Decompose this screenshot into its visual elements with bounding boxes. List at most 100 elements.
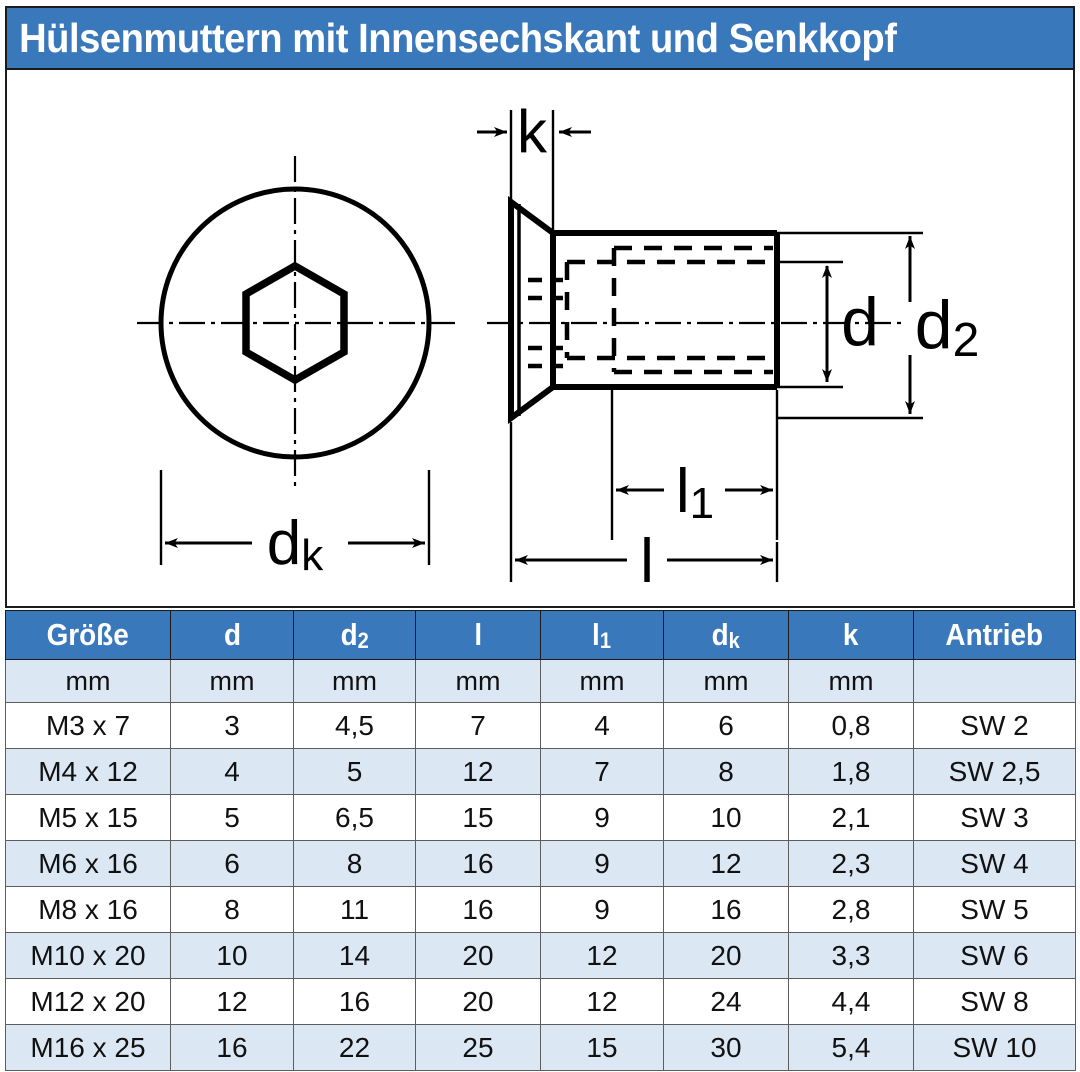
l1-dimension-label: l1 [676, 457, 714, 528]
cell-d: 5 [170, 794, 294, 841]
cell-d: 6 [170, 840, 294, 887]
unit-k: mm [788, 659, 914, 703]
table-row: M12 x 20 12 16 20 12 24 4,4 SW 8 [5, 978, 1076, 1025]
cell-d: 3 [170, 702, 294, 749]
table-header-row: Größe d d2 l l1 dk k Antrieb [5, 610, 1076, 660]
cell-l: 16 [415, 886, 541, 933]
d2-dimension-label: d2 [915, 287, 980, 367]
table-row: M8 x 16 8 11 16 9 16 2,8 SW 5 [5, 886, 1076, 933]
k-dimension-label: k [517, 98, 548, 165]
cell-groesse: M16 x 25 [5, 1024, 171, 1071]
cell-antrieb: SW 2,5 [913, 748, 1076, 795]
cell-l: 12 [415, 748, 541, 795]
head-outline-circle [158, 186, 432, 460]
hex-socket-outline [242, 261, 348, 385]
table-row: M6 x 16 6 8 16 9 12 2,3 SW 4 [5, 840, 1076, 887]
cell-antrieb: SW 4 [913, 840, 1076, 887]
cell-k: 5,4 [788, 1024, 914, 1071]
cell-d2: 16 [293, 978, 416, 1025]
cell-k: 1,8 [788, 748, 914, 795]
cell-d: 16 [170, 1024, 294, 1071]
technical-drawing: dk [137, 98, 979, 596]
cell-dk: 20 [663, 932, 789, 979]
column-header-groesse: Größe [5, 610, 171, 660]
cell-groesse: M10 x 20 [5, 932, 171, 979]
cell-groesse: M8 x 16 [5, 886, 171, 933]
cell-d2: 14 [293, 932, 416, 979]
page-title: Hülsenmuttern mit Innensechskant und Sen… [19, 14, 897, 61]
column-header-l: l [415, 610, 541, 660]
cell-antrieb: SW 2 [913, 702, 1076, 749]
column-header-d: d [170, 610, 294, 660]
cell-antrieb: SW 10 [913, 1024, 1076, 1071]
unit-antrieb [913, 659, 1076, 703]
cell-groesse: M5 x 15 [5, 794, 171, 841]
table-row: M4 x 12 4 5 12 7 8 1,8 SW 2,5 [5, 748, 1076, 795]
column-header-l1: l1 [540, 610, 664, 660]
cell-groesse: M3 x 7 [5, 702, 171, 749]
cell-k: 3,3 [788, 932, 914, 979]
cell-k: 0,8 [788, 702, 914, 749]
unit-l: mm [415, 659, 541, 703]
unit-dk: mm [663, 659, 789, 703]
cell-dk: 30 [663, 1024, 789, 1071]
d-dimension-label: d [841, 284, 879, 360]
cell-l: 7 [415, 702, 541, 749]
cell-l1: 4 [540, 702, 664, 749]
cell-l1: 9 [540, 794, 664, 841]
cell-d2: 5 [293, 748, 416, 795]
column-header-k: k [788, 610, 914, 660]
cell-antrieb: SW 3 [913, 794, 1076, 841]
cell-l: 16 [415, 840, 541, 887]
table-row: M10 x 20 10 14 20 12 20 3,3 SW 6 [5, 932, 1076, 979]
cell-l: 20 [415, 978, 541, 1025]
unit-d2: mm [293, 659, 416, 703]
cell-antrieb: SW 8 [913, 978, 1076, 1025]
cell-dk: 24 [663, 978, 789, 1025]
cell-dk: 6 [663, 702, 789, 749]
cell-l1: 12 [540, 978, 664, 1025]
page-title-bar: Hülsenmuttern mit Innensechskant und Sen… [5, 6, 1075, 70]
technical-drawing-panel: dk [5, 70, 1075, 608]
table-row: M3 x 7 3 4,5 7 4 6 0,8 SW 2 [5, 702, 1076, 749]
unit-d: mm [170, 659, 294, 703]
cell-d2: 11 [293, 886, 416, 933]
table-body: mm mm mm mm mm mm mm M3 x 7 3 4,5 7 4 6 … [5, 659, 1076, 1071]
cell-l1: 12 [540, 932, 664, 979]
cell-l: 15 [415, 794, 541, 841]
cell-dk: 10 [663, 794, 789, 841]
table-header: Größe d d2 l l1 dk k Antrieb [5, 610, 1076, 660]
l-dimension-label: l [640, 527, 654, 596]
cell-k: 2,1 [788, 794, 914, 841]
dk-dimension-label: dk [267, 509, 324, 580]
unit-l1: mm [540, 659, 664, 703]
cell-d2: 6,5 [293, 794, 416, 841]
unit-groesse: mm [5, 659, 171, 703]
table-row: M16 x 25 16 22 25 15 30 5,4 SW 10 [5, 1024, 1076, 1071]
table-row: M5 x 15 5 6,5 15 9 10 2,1 SW 3 [5, 794, 1076, 841]
cell-d: 10 [170, 932, 294, 979]
cell-d: 4 [170, 748, 294, 795]
column-header-dk: dk [663, 610, 789, 660]
cell-k: 2,3 [788, 840, 914, 887]
specification-table: Größe d d2 l l1 dk k Antrieb mm mm mm mm… [5, 610, 1076, 1071]
cell-groesse: M6 x 16 [5, 840, 171, 887]
cell-dk: 16 [663, 886, 789, 933]
cell-antrieb: SW 5 [913, 886, 1076, 933]
cell-groesse: M12 x 20 [5, 978, 171, 1025]
cell-l: 25 [415, 1024, 541, 1071]
column-header-antrieb: Antrieb [913, 610, 1076, 660]
cell-l1: 9 [540, 886, 664, 933]
cell-dk: 12 [663, 840, 789, 887]
units-row: mm mm mm mm mm mm mm [5, 659, 1076, 703]
cell-k: 4,4 [788, 978, 914, 1025]
cell-groesse: M4 x 12 [5, 748, 171, 795]
column-header-d2: d2 [293, 610, 416, 660]
cell-l: 20 [415, 932, 541, 979]
side-view-group: k d d2 l1 [477, 98, 979, 596]
cell-d2: 22 [293, 1024, 416, 1071]
cell-l1: 7 [540, 748, 664, 795]
cell-dk: 8 [663, 748, 789, 795]
cell-l1: 9 [540, 840, 664, 887]
